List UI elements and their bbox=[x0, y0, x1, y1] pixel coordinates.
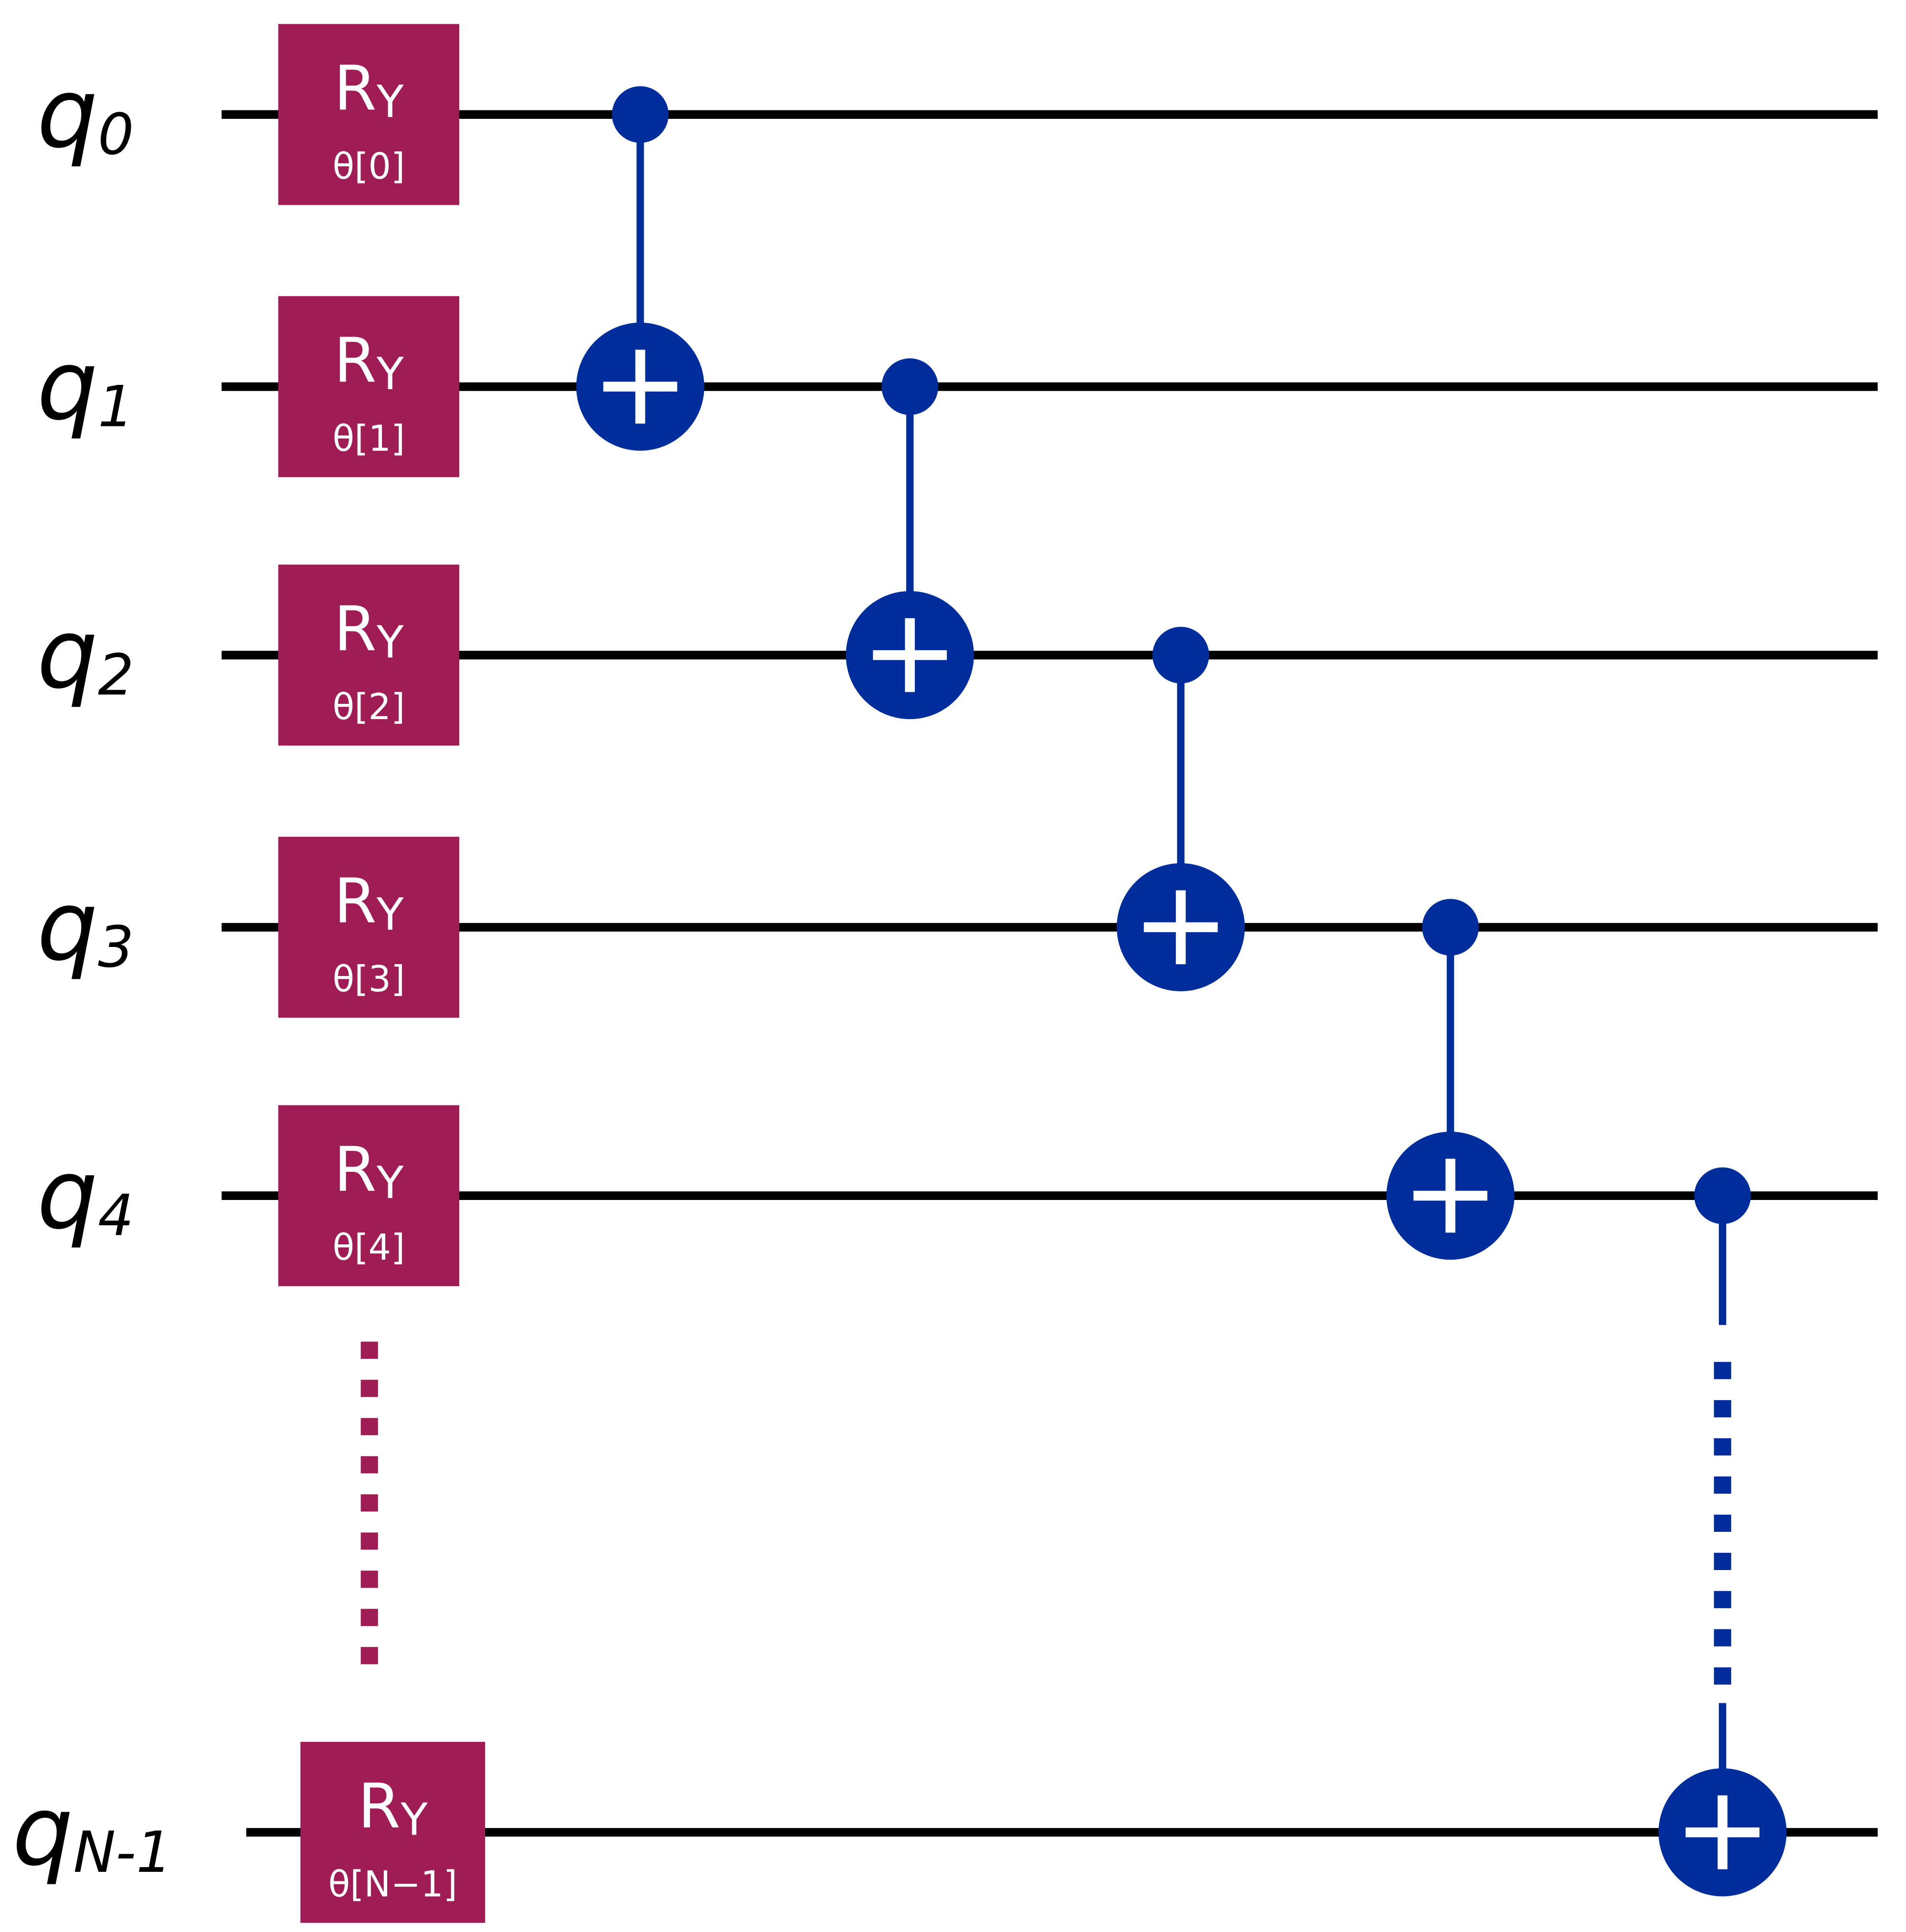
ry-gate-1: RY θ[1] bbox=[278, 296, 459, 478]
ry-gate-box bbox=[278, 564, 459, 746]
cnot-plus-icon bbox=[1413, 1158, 1488, 1233]
ry-gate-2: RY θ[2] bbox=[278, 564, 459, 746]
ry-gate-box bbox=[278, 24, 459, 205]
ry-gate-name: RY bbox=[334, 53, 404, 127]
ry-gate-name: RY bbox=[334, 866, 404, 940]
cnot-plus-icon bbox=[1685, 1795, 1760, 1869]
ry-gate-name: RY bbox=[334, 594, 404, 668]
ry-gate-box bbox=[278, 837, 459, 1018]
qubit-label-3: q3 bbox=[37, 870, 134, 982]
cnot-control-dot bbox=[881, 358, 939, 415]
ry-gate-param: θ[4] bbox=[333, 1227, 405, 1268]
ry-gate-param: θ[2] bbox=[333, 686, 405, 728]
cnot-gate-1 bbox=[846, 358, 974, 720]
ry-gate-4: RY θ[4] bbox=[278, 1105, 459, 1286]
ry-gate-name: RY bbox=[334, 1134, 404, 1209]
cnot-gate-2 bbox=[1116, 626, 1245, 991]
qubit-label-2: q2 bbox=[37, 598, 134, 710]
ry-gate-box bbox=[300, 1741, 486, 1923]
qubit-label-0: q0 bbox=[37, 58, 134, 170]
ry-gate-param: θ[0] bbox=[333, 146, 405, 187]
cnot-control-dot bbox=[1152, 626, 1209, 684]
qubit-label-5: qN-1 bbox=[12, 1775, 172, 1887]
cnot-gate-4 bbox=[1658, 1167, 1787, 1897]
ry-gate-0: RY θ[0] bbox=[278, 24, 459, 205]
cnot-plus-icon bbox=[603, 350, 678, 424]
cnot-gate-0 bbox=[576, 86, 705, 451]
cnot-plus-icon bbox=[1144, 890, 1218, 965]
ry-gate-param: θ[N−1] bbox=[328, 1863, 457, 1905]
ry-gate-3: RY θ[3] bbox=[278, 837, 459, 1018]
cnot-control-dot bbox=[1694, 1167, 1751, 1224]
cnot-plus-icon bbox=[873, 618, 947, 692]
ry-gate-box bbox=[278, 296, 459, 478]
qubit-label-4: q4 bbox=[37, 1139, 134, 1251]
qubit-label-1: q1 bbox=[37, 330, 134, 442]
cnot-control-dot bbox=[1422, 899, 1479, 956]
ry-gate-param: θ[1] bbox=[333, 418, 405, 459]
ry-gate-name: RY bbox=[358, 1771, 428, 1845]
ry-gate-param: θ[3] bbox=[333, 958, 405, 1000]
cnot-control-dot bbox=[612, 86, 669, 143]
cnot-gate-3 bbox=[1386, 899, 1514, 1260]
ry-gate-box bbox=[278, 1105, 459, 1286]
ry-gate-name: RY bbox=[334, 325, 404, 399]
ry-gate-5: RY θ[N−1] bbox=[300, 1741, 486, 1923]
